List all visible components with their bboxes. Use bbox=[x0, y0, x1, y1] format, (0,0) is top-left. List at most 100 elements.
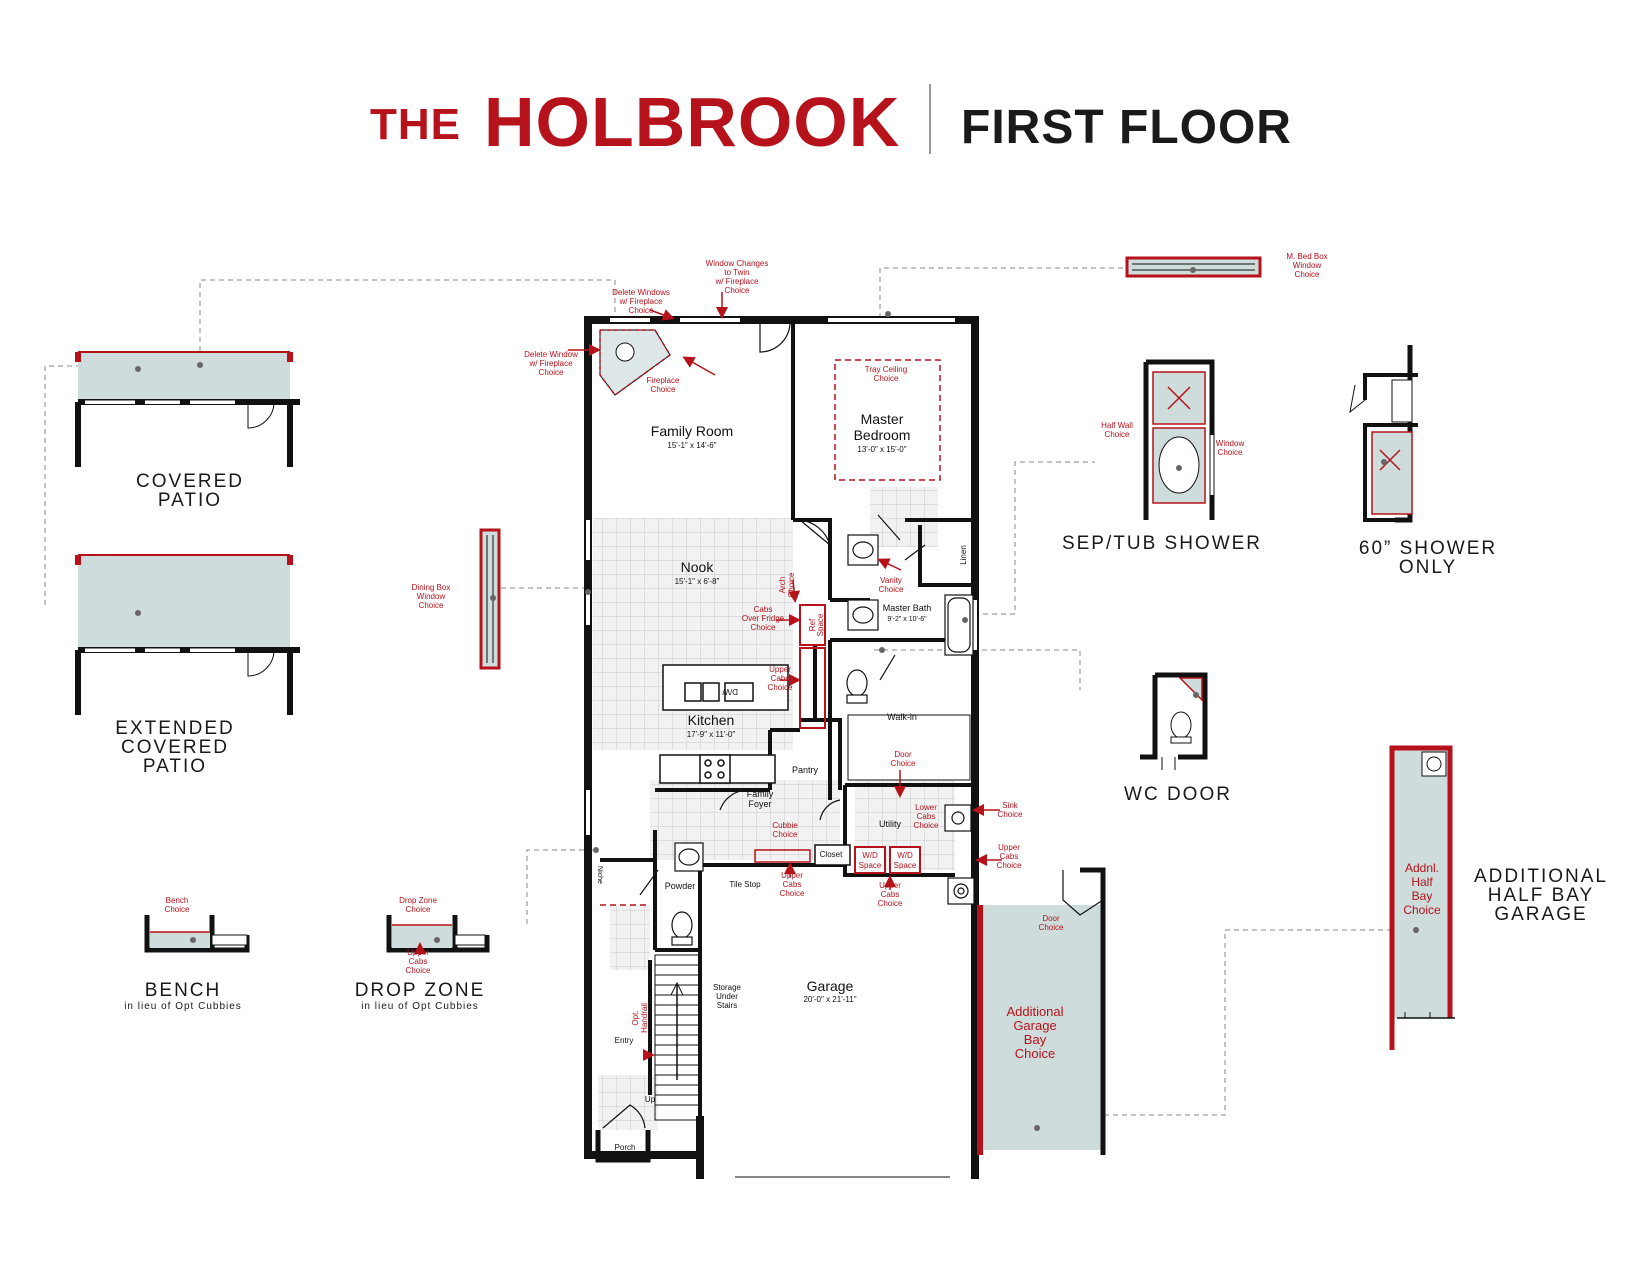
tile-stop-label: Tile Stop bbox=[729, 880, 761, 889]
upper-cabs-utility-label-1: Upper bbox=[879, 881, 901, 890]
sep-tub-shower-title: SEP/TUB SHOWER bbox=[1062, 533, 1262, 554]
shower-60-title-1: 60” SHOWER bbox=[1359, 538, 1497, 559]
delete-windows-top-label-3: Choice bbox=[629, 306, 654, 315]
family-foyer-label-1: Family bbox=[747, 789, 774, 799]
half-wall-label-2: Choice bbox=[1105, 430, 1130, 439]
drop-zone-title: DROP ZONE bbox=[355, 980, 486, 1001]
addnl-half-bay-label-4: Choice bbox=[1403, 903, 1441, 917]
mbed-box-label-3: Choice bbox=[1295, 270, 1320, 279]
window-changes-label-1: Window Changes bbox=[706, 259, 769, 268]
drop-zone-inset bbox=[386, 915, 490, 955]
dining-box-label-2: Window bbox=[417, 592, 446, 601]
garage-dims: 20'-0" x 21'-11" bbox=[803, 995, 856, 1004]
window-choice-label-2: Choice bbox=[1218, 448, 1243, 457]
covered-patio-inset bbox=[75, 351, 300, 467]
garage-bay-option bbox=[977, 867, 1106, 1155]
closet-label: Closet bbox=[820, 850, 843, 859]
half-bay-title-2: HALF BAY bbox=[1488, 885, 1594, 906]
window-changes-label-4: Choice bbox=[725, 286, 750, 295]
wd-space-2-label-1: W/D bbox=[897, 851, 913, 860]
bench-choice-label-1: Bench bbox=[166, 896, 189, 905]
mbed-box-label-1: M. Bed Box bbox=[1286, 252, 1327, 261]
delete-windows-top-label-1: Delete Windows bbox=[612, 288, 670, 297]
master-bedroom-label-1: Master bbox=[861, 411, 904, 427]
window-changes-label-2: to Twin bbox=[724, 268, 749, 277]
family-room-label: Family Room bbox=[651, 423, 733, 439]
wc-door-title: WC DOOR bbox=[1124, 784, 1232, 805]
sink-label-2: Choice bbox=[998, 810, 1023, 819]
storage-label-1: Storage bbox=[713, 983, 742, 992]
cubbie-label-2: Choice bbox=[773, 830, 798, 839]
upper-cabs-kitchen-label-2: Cabs bbox=[771, 674, 790, 683]
dining-box-label-3: Choice bbox=[419, 601, 444, 610]
ref-space-label-1: Ref bbox=[808, 618, 817, 631]
drop-zone-subtitle: in lieu of Opt Cubbies bbox=[361, 1001, 479, 1012]
utility-label: Utility bbox=[879, 819, 901, 829]
sink-label-1: Sink bbox=[1002, 801, 1019, 810]
delete-window-left-label-1: Delete Window bbox=[524, 350, 578, 359]
powder-label: Powder bbox=[665, 881, 696, 891]
wd-space-1-label-2: Space bbox=[859, 861, 882, 870]
title-prefix: THE bbox=[370, 100, 461, 149]
garage-door-label-2: Choice bbox=[1039, 923, 1064, 932]
addnl-half-bay-label-3: Bay bbox=[1412, 889, 1433, 903]
lower-cabs-label-3: Choice bbox=[914, 821, 939, 830]
dw-label: D/W bbox=[722, 687, 738, 696]
half-wall-label-1: Half Wall bbox=[1101, 421, 1133, 430]
extended-patio-title-2: COVERED bbox=[121, 737, 229, 758]
upper-cabs-utility-label-3: Choice bbox=[878, 899, 903, 908]
plan-name: HOLBROOK bbox=[484, 83, 901, 161]
wd-space-1-label-1: W/D bbox=[862, 851, 878, 860]
opt-handrail-label-2: Handrail bbox=[640, 1003, 649, 1033]
vanity-label-2: Choice bbox=[879, 585, 904, 594]
ref-space-label-2: Space bbox=[816, 613, 825, 636]
upper-cabs-utility-label-2: Cabs bbox=[881, 890, 900, 899]
lower-cabs-label-1: Lower bbox=[915, 803, 937, 812]
drop-zone-upper-label-3: Choice bbox=[406, 966, 431, 975]
extended-patio-title-1: EXTENDED bbox=[115, 718, 234, 739]
additional-garage-bay-label-3: Bay bbox=[1024, 1032, 1047, 1047]
half-bay-title-1: ADDITIONAL bbox=[1474, 866, 1608, 887]
title-divider bbox=[929, 84, 931, 154]
delete-window-left-label-3: Choice bbox=[539, 368, 564, 377]
extended-covered-patio-inset bbox=[75, 554, 300, 715]
covered-patio-title-2: PATIO bbox=[158, 490, 222, 511]
window-changes-label-3: w/ Fireplace bbox=[714, 277, 759, 286]
fireplace-label-2: Choice bbox=[651, 385, 676, 394]
lower-cabs-label-2: Cabs bbox=[917, 812, 936, 821]
window-choice-label-1: Window bbox=[1216, 439, 1245, 448]
family-foyer-label-2: Foyer bbox=[748, 799, 771, 809]
cabs-over-fridge-label-1: Cabs bbox=[754, 605, 773, 614]
additional-garage-bay-label-4: Choice bbox=[1015, 1046, 1055, 1061]
pantry-label: Pantry bbox=[792, 765, 819, 775]
kitchen-label: Kitchen bbox=[688, 712, 735, 728]
bench-choice-label-2: Choice bbox=[165, 905, 190, 914]
master-bedroom-label-2: Bedroom bbox=[854, 427, 911, 443]
drop-zone-choice-label-2: Choice bbox=[406, 905, 431, 914]
garage-label: Garage bbox=[807, 978, 854, 994]
additional-garage-bay-label-1: Additional bbox=[1006, 1004, 1063, 1019]
upper-cabs-foyer-label-3: Choice bbox=[780, 889, 805, 898]
addnl-half-bay-label-1: Addnl. bbox=[1405, 861, 1439, 875]
master-bedroom-dims: 13'-0" x 15'-0" bbox=[857, 445, 906, 454]
kitchen-dims: 17'-9" x 11'-0" bbox=[687, 730, 736, 739]
upper-cabs-kitchen-label-3: Choice bbox=[768, 683, 793, 692]
drop-zone-upper-label-2: Cabs bbox=[409, 957, 428, 966]
porch-label: Porch bbox=[615, 1143, 636, 1152]
storage-label-3: Stairs bbox=[717, 1001, 737, 1010]
family-room-dims: 15'-1" x 14'-6" bbox=[667, 441, 716, 450]
half-bay-inset bbox=[1389, 745, 1455, 1050]
master-bath-dims: 9'-2" x 10'-6" bbox=[887, 616, 927, 623]
mbed-box-inset bbox=[1125, 256, 1262, 278]
extended-patio-title-3: PATIO bbox=[143, 756, 207, 777]
nook-label: Nook bbox=[681, 559, 715, 575]
fireplace-label-1: Fireplace bbox=[647, 376, 680, 385]
entry-label: Entry bbox=[615, 1036, 634, 1045]
dining-box-label-1: Dining Box bbox=[412, 583, 451, 592]
vanity-label-1: Vanity bbox=[880, 576, 902, 585]
upper-cabs-kitchen-label-1: Upper bbox=[769, 665, 791, 674]
upper-cabs-right-label-1: Upper bbox=[998, 843, 1020, 852]
master-bath-label: Master Bath bbox=[883, 603, 932, 613]
nook-dims: 15'-1" x 6'-8" bbox=[675, 577, 720, 586]
tray-ceiling-label-2: Choice bbox=[874, 374, 899, 383]
